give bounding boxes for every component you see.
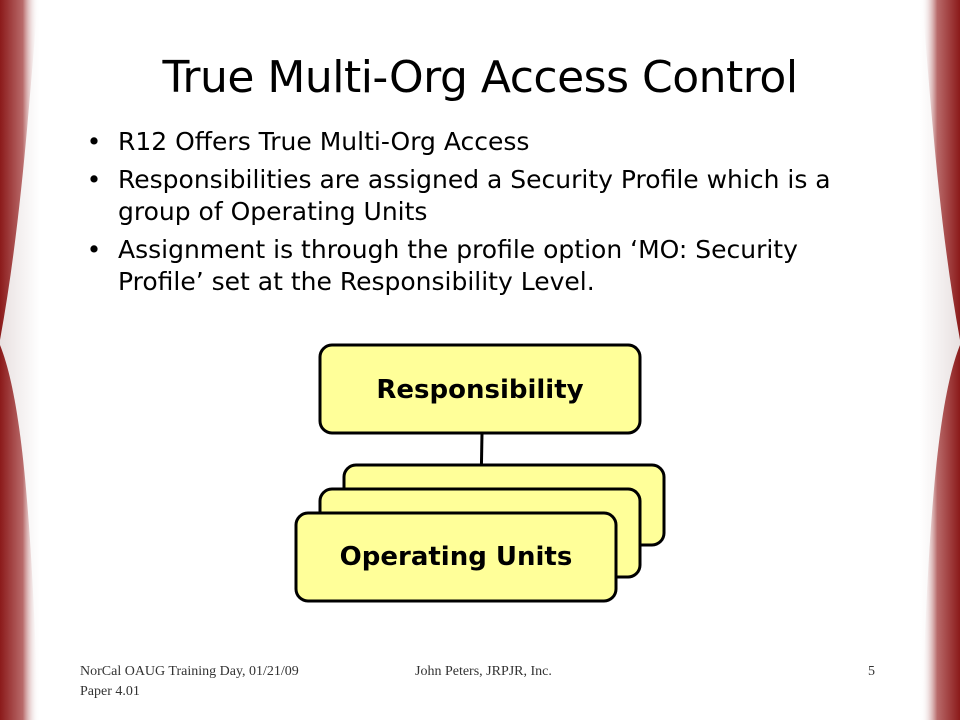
bullet-text: Responsibilities are assigned a Security…: [118, 165, 831, 226]
bullet-item: • R12 Offers True Multi-Org Access: [84, 126, 884, 158]
footer-left: NorCal OAUG Training Day, 01/21/09 Paper…: [80, 662, 299, 702]
bullet-item: • Assignment is through the profile opti…: [84, 234, 884, 298]
footer-event: NorCal OAUG Training Day, 01/21/09: [80, 664, 299, 679]
bullet-item: • Responsibilities are assigned a Securi…: [84, 164, 884, 228]
operating-units-label: Operating Units: [340, 542, 573, 572]
bullet-text: Assignment is through the profile option…: [118, 235, 798, 296]
bullet-icon: •: [86, 235, 102, 264]
responsibility-box: [318, 343, 642, 435]
bullet-icon: •: [86, 127, 102, 156]
footer-author: John Peters, JRPJR, Inc.: [415, 664, 552, 679]
footer-paper: Paper 4.01: [80, 684, 140, 699]
operating-unit-box-front: [294, 511, 618, 603]
bullet-icon: •: [86, 165, 102, 194]
slide-title: True Multi-Org Access Control: [162, 52, 798, 103]
bullet-list: • R12 Offers True Multi-Org Access • Res…: [84, 126, 884, 304]
responsibility-label: Responsibility: [376, 375, 583, 405]
bullet-text: R12 Offers True Multi-Org Access: [118, 127, 530, 156]
page-number: 5: [868, 664, 875, 679]
